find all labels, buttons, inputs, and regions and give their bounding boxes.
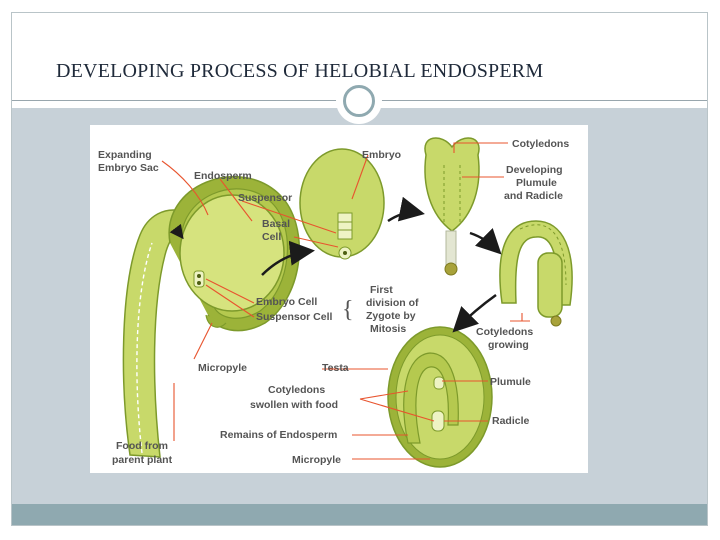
ring-ornament-icon [336, 78, 382, 124]
label-cell: Cell [262, 231, 281, 243]
label-division-of: division of [366, 297, 419, 309]
seed-drawing [387, 326, 493, 468]
label-cotyledons: Cotyledons [512, 138, 569, 150]
diagram-svg: Expanding Embryo Sac Endosperm Embryo Su… [98, 137, 573, 468]
label-embryo: Embryo [362, 149, 401, 161]
label-swollen-with-food: swollen with food [250, 399, 338, 411]
label-expanding: Expanding [98, 149, 152, 161]
endosperm-diagram: Expanding Embryo Sac Endosperm Embryo Su… [90, 125, 588, 473]
label-mitosis: Mitosis [370, 323, 406, 335]
label-embryo-cell: Embryo Cell [256, 296, 317, 308]
label-basal: Basal [262, 218, 290, 230]
label-radicle: Radicle [492, 415, 530, 427]
label-suspensor-cell: Suspensor Cell [256, 311, 333, 323]
process-arrows [261, 196, 502, 333]
brace-icon: { [342, 297, 354, 323]
label-testa: Testa [322, 362, 349, 374]
label-plumule-top: Plumule [516, 177, 557, 189]
label-zygote-by: Zygote by [366, 310, 416, 322]
label-plumule: Plumule [490, 376, 531, 388]
heart-embryo-drawing [424, 137, 480, 276]
label-embryo-sac: Embryo Sac [98, 162, 159, 174]
slide-title: DEVELOPING PROCESS OF HELOBIAL ENDOSPERM [56, 60, 544, 82]
label-cotyledons-growing: Cotyledons [476, 326, 533, 338]
curved-embryo-drawing [499, 220, 573, 327]
label-micropyle-top: Micropyle [198, 362, 247, 374]
label-first: First [370, 284, 393, 296]
diagram-labels: Expanding Embryo Sac Endosperm Embryo Su… [98, 138, 569, 466]
label-food-from: Food from [116, 440, 168, 452]
label-parent-plant: parent plant [112, 454, 173, 466]
label-endosperm: Endosperm [194, 170, 252, 182]
leader-lines [161, 142, 530, 460]
label-micropyle-bottom: Micropyle [292, 454, 341, 466]
label-growing: growing [488, 339, 529, 351]
label-remains-endosperm: Remains of Endosperm [220, 429, 337, 441]
label-suspensor: Suspensor [238, 192, 292, 204]
label-developing: Developing [506, 164, 563, 176]
globular-embryo-drawing [299, 148, 385, 260]
label-cotyledons-swollen: Cotyledons [268, 384, 325, 396]
footer-band [12, 504, 707, 525]
label-and-radicle: and Radicle [504, 190, 563, 202]
